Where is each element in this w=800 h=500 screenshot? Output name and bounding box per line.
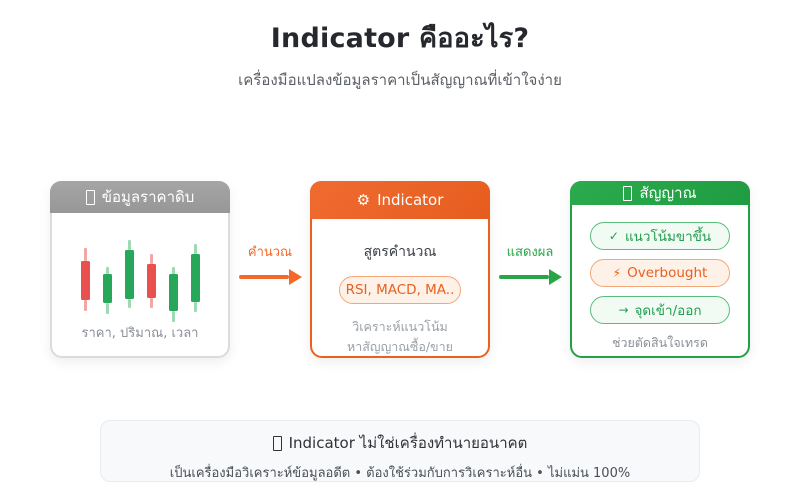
gear-icon: ⚙ xyxy=(356,190,371,209)
candlestick xyxy=(146,254,156,322)
raw-data-caption: ราคา, ปริมาณ, เวลา xyxy=(81,326,199,341)
check-icon: ✓ xyxy=(608,229,619,243)
indicator-content: สูตรคำนวณ RSI, MACD, MA.. วิเคราะห์แนวโน… xyxy=(312,219,488,356)
candlestick xyxy=(102,267,112,322)
calculate-arrow-label: คำนวณ xyxy=(247,244,293,260)
right-arrow-icon xyxy=(498,268,562,285)
signals-card: สัญญาณ ✓ แนวโน้มขาขึ้น ⚡ Overbought → จุ… xyxy=(570,181,750,358)
signals-title: สัญญาณ xyxy=(639,184,697,202)
disclaimer-subtitle: เป็นเครื่องมือวิเคราะห์ข้อมูลอดีต • ต้อง… xyxy=(169,466,631,481)
signal-pill-uptrend: ✓ แนวโน้มขาขึ้น xyxy=(590,222,730,250)
calculate-arrow-group: คำนวณ xyxy=(230,167,310,358)
disclaimer-note: Indicator ไม่ใช่เครื่องทำนายอนาคต เป็นเค… xyxy=(100,420,700,482)
warning-placeholder-icon xyxy=(272,435,282,451)
lightning-icon: ⚡ xyxy=(612,266,622,280)
candlestick xyxy=(80,248,90,322)
signals-header: สัญญาณ xyxy=(570,181,750,205)
display-arrow-label: แสดงผล xyxy=(506,244,554,260)
formula-pill: RSI, MACD, MA.. xyxy=(339,276,461,305)
hero: Indicator คืออะไร? เครื่องมือแปลงข้อมูลร… xyxy=(0,0,800,92)
right-arrow-icon xyxy=(238,268,302,285)
chart-placeholder-icon xyxy=(85,189,95,205)
candlestick-chart xyxy=(52,237,228,322)
indicator-card: ⚙ Indicator สูตรคำนวณ RSI, MACD, MA.. วิ… xyxy=(310,181,490,358)
candlestick xyxy=(190,244,200,322)
page-title: Indicator คืออะไร? xyxy=(270,23,530,54)
candlestick xyxy=(168,267,178,322)
flow-diagram: ข้อมูลราคาดิบ ราคา, ปริมาณ, เวลา คำนวณ ⚙ xyxy=(50,181,750,358)
disclaimer-title: Indicator ไม่ใช่เครื่องทำนายอนาคต xyxy=(101,431,699,455)
raw-data-title: ข้อมูลราคาดิบ xyxy=(101,188,195,206)
signal-pill-overbought: ⚡ Overbought xyxy=(590,259,730,287)
indicator-title: Indicator xyxy=(377,191,444,210)
formula-label: สูตรคำนวณ xyxy=(363,244,437,261)
display-arrow-group: แสดงผล xyxy=(490,167,570,358)
raw-data-header: ข้อมูลราคาดิบ xyxy=(50,181,230,213)
page-subtitle: เครื่องมือแปลงข้อมูลราคาเป็นสัญญาณที่เข้… xyxy=(238,71,562,89)
signal-pill-entry-exit: → จุดเข้า/ออก xyxy=(590,296,730,324)
signal-placeholder-icon xyxy=(623,185,633,201)
arrow-right-icon: → xyxy=(618,303,629,317)
indicator-header: ⚙ Indicator xyxy=(310,181,490,220)
raw-data-card: ข้อมูลราคาดิบ ราคา, ปริมาณ, เวลา xyxy=(50,181,230,358)
signals-content: ✓ แนวโน้มขาขึ้น ⚡ Overbought → จุดเข้า/อ… xyxy=(572,205,748,364)
signals-caption: ช่วยตัดสินใจเทรด xyxy=(611,335,708,350)
indicator-description: วิเคราะห์แนวโน้ม หาสัญญาณซื้อ/ขาย xyxy=(347,319,453,354)
candlestick xyxy=(124,240,134,322)
